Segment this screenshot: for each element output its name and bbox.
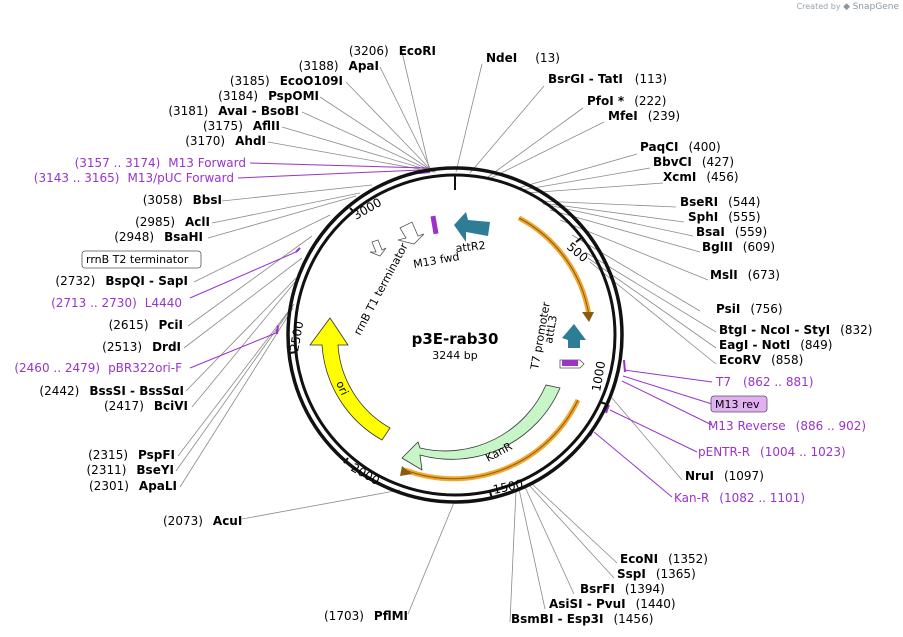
primer-pentr-r: pENTR-R(1004 .. 1023)	[698, 445, 846, 459]
enzyme-bspqi: (2732)BspQI - SapI	[55, 274, 188, 288]
enzyme-ecoo109i: (3185)EcoO109I	[230, 74, 343, 88]
enzyme-ahdi: (3170)AhdI	[185, 134, 266, 148]
orf-band-bottom	[404, 398, 581, 482]
enzymes-right: NdeI(13) BsrGI - TatI(113) PfoI *(222) M…	[486, 51, 872, 483]
primer-t7: T7(862 .. 881)	[715, 375, 813, 389]
attl3-arrow	[562, 324, 586, 348]
orf-arrowhead-bottom	[400, 466, 412, 476]
enzyme-avai: (3181)AvaI - BsoBI	[168, 104, 299, 118]
enzyme-sphi: SphI(555)	[688, 210, 761, 224]
feature-attr2-label: attR2	[455, 239, 486, 255]
enzyme-ndei: NdeI(13)	[486, 51, 560, 65]
primer-ticks	[276, 171, 626, 437]
enzyme-bglii: BglII(609)	[702, 240, 775, 254]
backbone-outer-ring	[286, 166, 624, 504]
enzyme-paqci: PaqCI(400)	[640, 140, 721, 154]
orf-arrowhead-right	[582, 312, 594, 322]
primer-m13-rev-name: M13 rev	[715, 398, 760, 411]
enzyme-ecorv: EcoRV(858)	[719, 353, 803, 367]
tick-marks	[289, 207, 607, 499]
enzyme-acli: (2985)AclI	[135, 215, 210, 229]
enzyme-acui: (2073)AcuI	[163, 514, 242, 528]
brand-prefix: Created by	[796, 2, 841, 11]
rrnb-t2-arrow	[369, 239, 387, 257]
enzyme-bbvci: BbvCI(427)	[653, 155, 734, 169]
m13-fwd-marker	[430, 215, 439, 235]
tick-2500: 2500	[287, 320, 306, 353]
enzyme-econi: EcoNI(1352)	[620, 552, 708, 566]
feature-attl3-label: attL3	[542, 314, 560, 344]
primer-m13-forward: (3157 .. 3174)M13 Forward	[75, 156, 246, 170]
enzymes-bottom: EcoNI(1352) SspI(1365) BsrFI(1394) AsiSI…	[163, 514, 708, 626]
t7-primer-marker	[562, 360, 578, 366]
plasmid-size: 3244 bp	[432, 349, 477, 362]
enzyme-psii: PsiI(756)	[716, 302, 783, 316]
m13-rev-label-box	[710, 395, 768, 413]
enzyme-nrui: NruI(1097)	[685, 469, 764, 483]
tick-1000: 1000	[589, 360, 608, 393]
backbone-inner-ring	[293, 173, 617, 497]
enzyme-btgi: BtgI - NcoI - StyI(832)	[719, 323, 872, 337]
enzyme-bseri: BseRI(544)	[680, 195, 760, 209]
feature-ori-label: ori	[333, 379, 351, 397]
feature-rrnb-t2-label: rrnB T2 terminator	[86, 253, 189, 266]
enzyme-sspi: SspI(1365)	[617, 567, 696, 581]
enzyme-xcmi: XcmI(456)	[663, 170, 739, 184]
plasmid-name: p3E-rab30	[412, 330, 499, 348]
enzyme-msli: MslI(673)	[710, 268, 780, 282]
feature-m13fwd-label: M13 fwd	[412, 250, 460, 271]
enzyme-drdi: (2513)DrdI	[102, 340, 181, 354]
primers-left: (3157 .. 3174)M13 Forward (3143 .. 3165)…	[14, 156, 246, 375]
enzyme-bbsi: (3058)BbsI	[143, 193, 222, 207]
enzymes-left: (3206)EcoRI (3188)ApaI (3185)EcoO109I (3…	[39, 44, 436, 493]
enzyme-pspomi: (3184)PspOMI	[218, 89, 319, 103]
enzyme-aflii: (3175)AflII	[203, 119, 280, 133]
brand-name: SnapGene	[852, 2, 899, 12]
enzyme-pflmi: (1703)PflMI	[324, 609, 408, 623]
enzyme-mfei: MfeI(239)	[608, 109, 680, 123]
attr2-arrow	[454, 212, 490, 242]
enzyme-apali: (2301)ApaLI	[89, 479, 177, 493]
enzyme-bsai: BsaI(559)	[696, 225, 767, 239]
primers-right: T7(862 .. 881) M13 Reverse(886 .. 902) p…	[674, 375, 866, 505]
primer-kan-r: Kan-R(1082 .. 1101)	[674, 491, 805, 505]
primer-m13-puc-forward: (3143 .. 3165)M13/pUC Forward	[34, 171, 234, 185]
enzyme-pfoi: PfoI *(222)	[587, 94, 666, 108]
tick-2000: 2000	[349, 460, 382, 487]
enzyme-bsrfi: BsrFI(1394)	[580, 582, 665, 596]
rrnb-t2-label-box	[81, 250, 202, 269]
ori-arrow	[309, 317, 391, 441]
enzyme-bsmbi: BsmBI - Esp3I(1456)	[511, 612, 653, 626]
enzyme-pcii: (2615)PciI	[109, 318, 183, 332]
enzyme-bsrgi: BsrGI - TatI(113)	[548, 72, 667, 86]
enzyme-bcivi: (2417)BciVI	[104, 399, 188, 413]
enzyme-eagi: EagI - NotI(849)	[719, 338, 832, 352]
snapgene-logo-icon: ◆	[843, 2, 851, 12]
rrnb-t1-arrow	[397, 221, 425, 245]
enzyme-bseyi: (2311)BseYI	[87, 463, 175, 477]
tick-1500: 1500	[492, 477, 525, 497]
primer-pbr322ori-f: (2460 .. 2479)pBR322ori-F	[14, 361, 182, 375]
kanr-arrow	[401, 384, 561, 471]
enzyme-bsssi: (2442)BssSI - BssSαI	[39, 384, 184, 398]
enzyme-asisi: AsiSI - PvuI(1440)	[549, 597, 676, 611]
enzyme-pspfi: (2315)PspFI	[88, 448, 175, 462]
primer-l4440: (2713 .. 2730)L4440	[51, 296, 182, 310]
snapgene-brand: Created by ◆ SnapGene	[797, 2, 899, 12]
enzyme-ecori: (3206)EcoRI	[349, 44, 436, 58]
enzyme-bsahi: (2948)BsaHI	[114, 230, 203, 244]
enzyme-apai: (3188)ApaI	[299, 59, 379, 73]
primer-m13-reverse: M13 Reverse(886 .. 902)	[708, 419, 866, 433]
